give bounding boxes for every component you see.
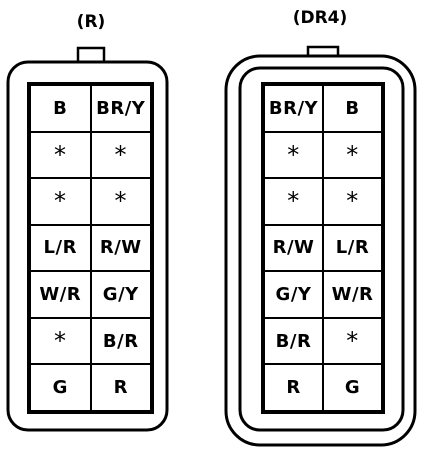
connector-r-pin-5-right: G/Y: [89, 270, 152, 319]
connector-r-pin-7-right: R: [89, 363, 152, 412]
connector-dr4-pin-7-left: R: [263, 363, 324, 412]
connector-r-pin-3-left: *: [29, 177, 92, 226]
connector-dr4-pin-7-right: G: [322, 363, 383, 412]
connector-dr4-housing: [224, 45, 417, 447]
connector-dr4-pin-6-left: B/R: [263, 316, 324, 366]
connector-dr4-title: (DR4): [292, 8, 348, 28]
connector-dr4-pin-4-right: L/R: [322, 223, 383, 273]
connector-r-pin-1-left: B: [29, 84, 92, 133]
connector-r-pin-1-right: BR/Y: [89, 84, 152, 133]
connector-dr4-pin-5-left: G/Y: [263, 270, 324, 319]
connector-dr4-pin-3-right: *: [322, 177, 383, 226]
connector-r-pin-7-left: G: [29, 363, 92, 412]
connector-dr4-pin-4-left: R/W: [263, 223, 324, 273]
connector-r-pin-5-left: W/R: [29, 270, 92, 319]
connector-r-pin-3-right: *: [89, 177, 152, 226]
connector-dr4-pin-1-right: B: [322, 84, 383, 133]
connector-r-pin-2-left: *: [29, 130, 92, 180]
connector-r-pin-4-left: L/R: [29, 223, 92, 273]
connector-r-housing: [6, 46, 169, 432]
connector-r-pin-6-right: B/R: [89, 316, 152, 366]
connector-dr4-pin-3-left: *: [263, 177, 324, 226]
connector-dr4-pin-2-right: *: [322, 130, 383, 180]
connector-r-pin-4-right: R/W: [89, 223, 152, 273]
connector-dr4-pin-5-right: W/R: [322, 270, 383, 319]
connector-r-pin-6-left: *: [29, 316, 92, 366]
connector-dr4-pin-1-left: BR/Y: [263, 84, 324, 133]
connector-r-title: (R): [76, 12, 106, 32]
connector-r-pin-2-right: *: [89, 130, 152, 180]
connector-dr4-pin-2-left: *: [263, 130, 324, 180]
connector-dr4-pin-6-right: *: [322, 316, 383, 366]
